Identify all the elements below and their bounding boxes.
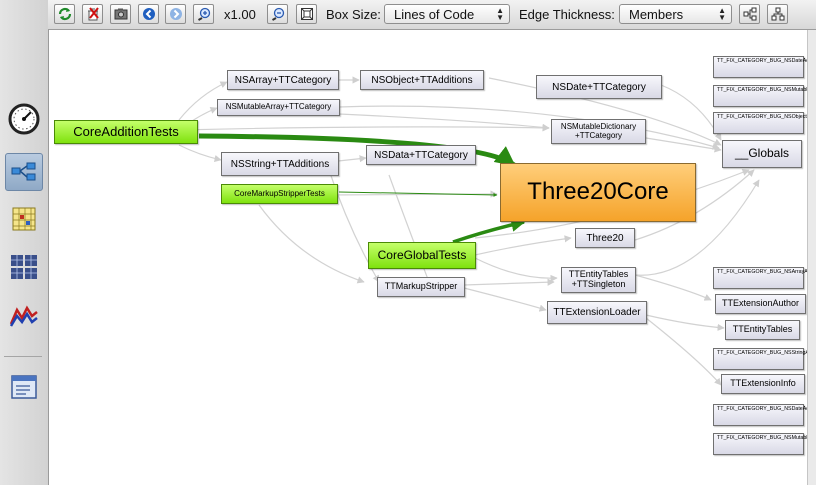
view-sidebar (0, 0, 49, 485)
graph-node[interactable]: TT_FIX_CATEGORY_BUG_NSObjectAdditions (713, 112, 807, 134)
graph-node[interactable]: TTEntityTables (725, 320, 800, 340)
fit-icon[interactable] (296, 4, 317, 24)
box-size-value: Lines of Code (394, 7, 475, 22)
edge-thickness-label: Edge Thickness: (519, 7, 615, 22)
graph-node[interactable]: NSData+TTCategory (366, 145, 476, 165)
edge (645, 314, 725, 332)
graph-node[interactable]: TT_FIX_CATEGORY_BUG_NSMutableDictionaryA… (713, 85, 807, 107)
edge (634, 274, 712, 301)
zoom-level: x1.00 (224, 7, 256, 22)
edge (328, 169, 380, 283)
trend-chart-icon[interactable] (5, 296, 43, 334)
refresh-icon[interactable] (54, 4, 75, 24)
graph-node[interactable]: NSString+TTAdditions (221, 152, 339, 176)
graph-node[interactable]: Three20 (575, 228, 635, 248)
zoom-out-icon[interactable] (267, 4, 288, 24)
edge (338, 105, 720, 150)
edge (634, 169, 755, 241)
box-size-select[interactable]: Lines of Code ▲▼ (384, 4, 510, 24)
graph-node[interactable]: TTEntityTables +TTSingleton (561, 267, 636, 293)
graph-node[interactable]: CoreGlobalTests (368, 242, 476, 269)
graph-node[interactable]: TT_FIX_CATEGORY_BUG_NSStringAdditions (713, 348, 807, 370)
graph-node[interactable]: TT_FIX_CATEGORY_BUG_NSDateAdditions (713, 56, 807, 78)
forward-icon[interactable] (165, 4, 186, 24)
graph-node[interactable]: TTExtensionLoader (547, 301, 647, 324)
edge (645, 137, 722, 153)
gauge-icon[interactable] (5, 100, 43, 138)
edge-strong (452, 217, 526, 244)
graph-node[interactable]: Three20Core (500, 163, 696, 222)
metrics-grid-icon[interactable] (5, 248, 43, 286)
graph-node[interactable]: NSMutableDictionary +TTCategory (551, 119, 646, 144)
edge (178, 144, 222, 163)
edge (463, 278, 555, 286)
graph-node[interactable]: __Globals (722, 140, 802, 168)
snapshot-icon[interactable] (110, 4, 131, 24)
box-size-label: Box Size: (326, 7, 381, 22)
dependency-matrix-icon[interactable] (5, 200, 43, 238)
edge (634, 179, 760, 276)
edge (488, 77, 722, 146)
edge (645, 317, 722, 386)
graph-node[interactable]: TTMarkupStripper (377, 277, 465, 297)
edge (474, 235, 572, 256)
layout-horizontal-icon[interactable] (739, 4, 760, 24)
edge (258, 204, 365, 284)
layout-tree-icon[interactable] (767, 4, 788, 24)
back-icon[interactable] (138, 4, 159, 24)
edge-thickness-select[interactable]: Members ▲▼ (619, 4, 732, 24)
edge-thickness-value: Members (629, 7, 684, 22)
select-arrows-icon: ▲▼ (496, 6, 504, 22)
graph-node[interactable]: NSMutableArray+TTCategory (217, 99, 340, 116)
edge-strong (338, 191, 498, 197)
zoom-in-icon[interactable] (193, 4, 214, 24)
graph-node[interactable]: NSArray+TTCategory (227, 70, 339, 90)
edge (463, 287, 547, 312)
edge (178, 81, 228, 121)
dependency-graph-icon[interactable] (5, 153, 43, 191)
graph-node[interactable]: TT_FIX_CATEGORY_BUG_NSArrayAdditions (713, 267, 807, 289)
edge (178, 124, 550, 132)
dependency-graph-canvas[interactable]: CoreAdditionTests NSArray+TTCategory NSO… (49, 30, 807, 485)
graph-node[interactable]: TTExtensionAuthor (715, 294, 806, 314)
window-icon[interactable] (5, 368, 43, 406)
graph-node[interactable]: CoreMarkupStripperTests (221, 184, 338, 204)
graph-node[interactable]: NSObject+TTAdditions (360, 70, 484, 90)
delete-icon[interactable] (82, 4, 103, 24)
select-arrows-icon: ▲▼ (718, 6, 726, 22)
edge (338, 113, 550, 131)
graph-node[interactable]: TT_FIX_CATEGORY_BUG_NSDateAdditions (713, 404, 807, 426)
graph-node[interactable]: TT_FIX_CATEGORY_BUG_NSMutableArrayAdditi… (713, 433, 807, 455)
edge-strong (198, 133, 516, 168)
graph-node[interactable]: NSDate+TTCategory (536, 75, 662, 99)
graph-toolbar: x1.00 Box Size: Lines of Code ▲▼ Edge Th… (48, 0, 816, 30)
vertical-scrollbar[interactable] (807, 30, 816, 485)
graph-node[interactable]: CoreAdditionTests (54, 120, 198, 144)
graph-node[interactable]: TTExtensionInfo (721, 374, 805, 394)
graph-edges (178, 76, 760, 386)
edge (474, 257, 558, 282)
